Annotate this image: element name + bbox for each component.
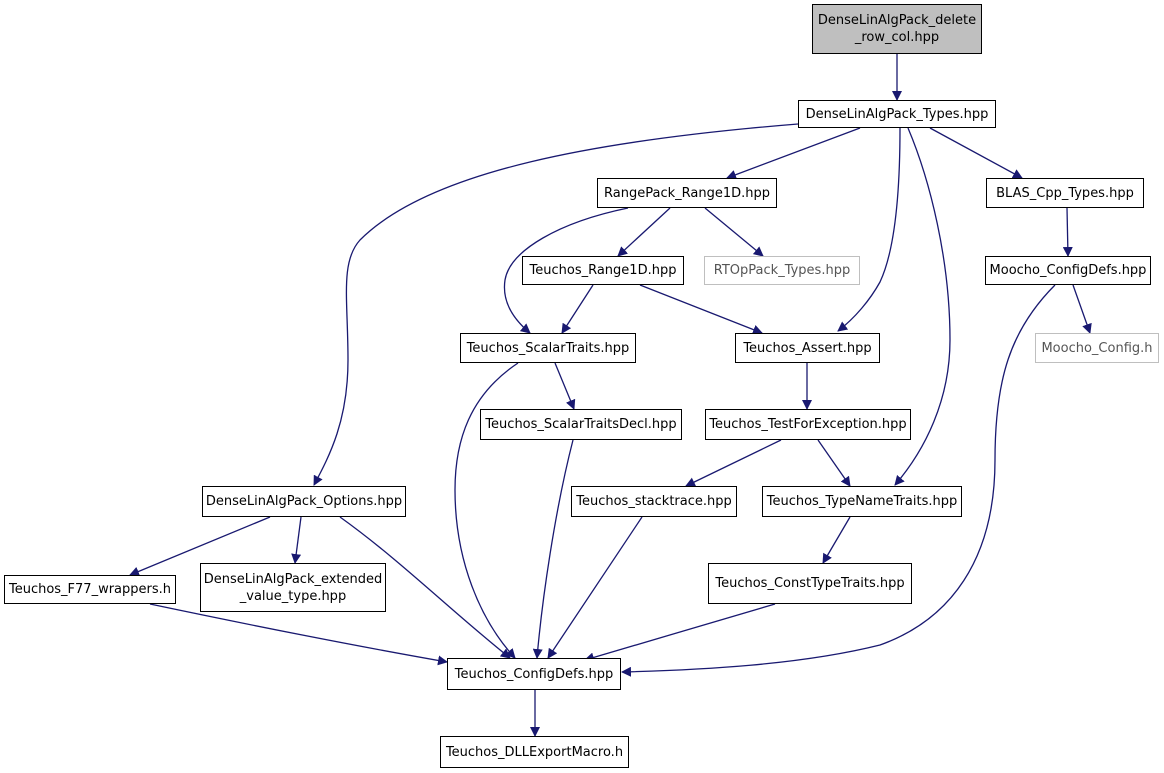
node-rangepack-range1d[interactable]: RangePack_Range1D.hpp (597, 178, 777, 208)
node-denselinalgpack-extended-value-type[interactable]: DenseLinAlgPack_extended _value_type.hpp (200, 563, 386, 612)
node-teuchos-consttypetraits[interactable]: Teuchos_ConstTypeTraits.hpp (708, 563, 912, 604)
edge-teuchosrange1d-assert (639, 284, 763, 335)
edge-stacktrace-configdefs (547, 516, 643, 659)
edge-range1d-rtop (704, 207, 764, 257)
node-teuchos-dllexportmacro[interactable]: Teuchos_DLLExportMacro.h (440, 736, 629, 768)
edge-types-options (313, 123, 799, 486)
node-teuchos-typenametraits[interactable]: Teuchos_TypeNameTraits.hpp (762, 486, 962, 517)
node-teuchos-stacktrace[interactable]: Teuchos_stacktrace.hpp (571, 486, 737, 517)
edge-testforexception-typenametraits (817, 439, 851, 487)
edge-typenametraits-consttypetraits (822, 516, 851, 564)
node-densealgpack-delete-row-col[interactable]: DenseLinAlgPack_delete _row_col.hpp (812, 4, 982, 54)
node-teuchos-testforexception[interactable]: Teuchos_TestForException.hpp (705, 409, 911, 440)
edge-types-blas (929, 127, 1023, 179)
node-teuchos-assert[interactable]: Teuchos_Assert.hpp (735, 333, 880, 363)
edge-range1d-teuchosrange1d (617, 207, 671, 257)
edge-testforexception-stacktrace (685, 439, 782, 487)
edge-teuchosrange1d-scalartraits (561, 284, 594, 334)
edge-scalartraits-configdefs (454, 362, 519, 659)
edge-blas-moochoconfigdefs (1062, 207, 1073, 257)
edge-range1d-scalartraits (503, 207, 629, 334)
edge-moochoconfigdefs-configdefs (621, 284, 1056, 677)
edge-f77-configdefs (149, 603, 448, 666)
node-moocho-configdefs[interactable]: Moocho_ConfigDefs.hpp (985, 256, 1151, 285)
node-denselinalgpack-types[interactable]: DenseLinAlgPack_Types.hpp (798, 100, 996, 128)
edge-consttypetraits-configdefs (584, 603, 776, 663)
edge-types-typenametraits (894, 127, 951, 486)
edge-types-assert (837, 127, 901, 332)
node-teuchos-f77-wrappers[interactable]: Teuchos_F77_wrappers.h (4, 575, 176, 604)
node-blas-cpp-types[interactable]: BLAS_Cpp_Types.hpp (986, 178, 1144, 208)
node-teuchos-scalartraitsdecl[interactable]: Teuchos_ScalarTraitsDecl.hpp (480, 409, 682, 440)
edge-types-range1d (726, 127, 861, 180)
node-denselinalgpack-options[interactable]: DenseLinAlgPack_Options.hpp (202, 486, 406, 517)
edge-options-extended (291, 516, 302, 564)
edge-options-f77 (129, 516, 271, 577)
edge-options-configdefs (339, 516, 511, 659)
node-teuchos-configdefs[interactable]: Teuchos_ConfigDefs.hpp (447, 658, 621, 690)
node-moocho-config[interactable]: Moocho_Config.h (1035, 333, 1159, 363)
edge-scalartraits-scalartraitsdecl (554, 362, 576, 410)
node-teuchos-range1d[interactable]: Teuchos_Range1D.hpp (522, 256, 684, 285)
edge-scalartraitsdecl-configdefs (532, 439, 574, 659)
edge-moochoconfigdefs-moochoconfig (1072, 284, 1092, 334)
node-rtoppack-types[interactable]: RTOpPack_Types.hpp (704, 256, 860, 285)
node-teuchos-scalartraits[interactable]: Teuchos_ScalarTraits.hpp (460, 333, 636, 363)
